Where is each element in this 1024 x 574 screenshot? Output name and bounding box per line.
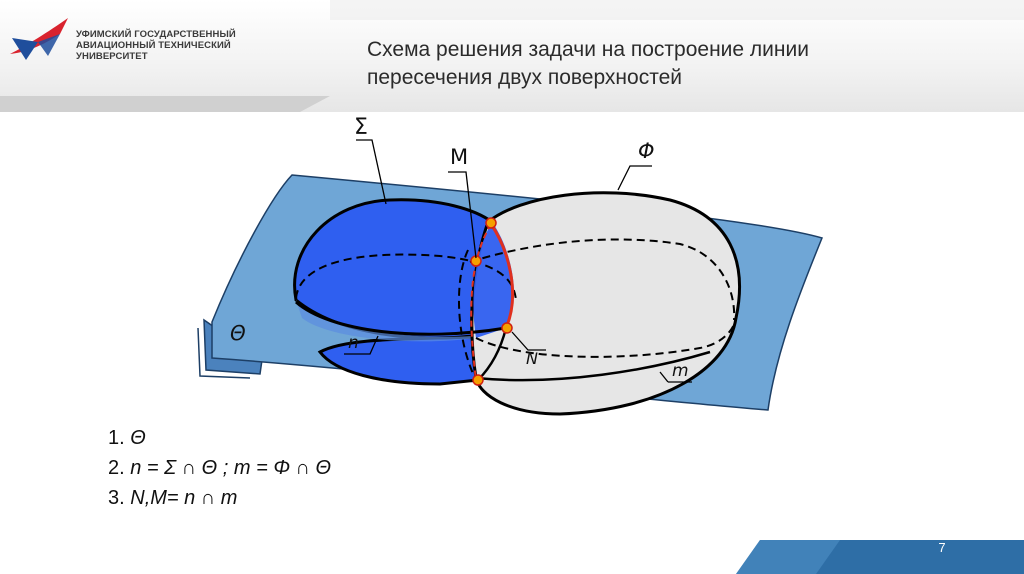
ellipsoid-phi: [470, 191, 741, 416]
label-phi: Φ: [638, 139, 655, 163]
step-3-num: 3.: [108, 487, 131, 509]
university-name: УФИМСКИЙ ГОСУДАРСТВЕННЫЙ АВИАЦИОННЫЙ ТЕХ…: [76, 29, 276, 62]
header-swoosh: [0, 0, 1024, 112]
leader-n-point: [511, 331, 546, 351]
leader-n-curve: [344, 335, 379, 355]
point-bottom: [472, 374, 484, 386]
step-2-num: 2.: [108, 457, 131, 479]
step-2: 2. n = Σ ∩ Θ ; m = Φ ∩ Θ: [108, 453, 331, 483]
point-n: [501, 322, 513, 334]
slide-title: Схема решения задачи на построение линии…: [367, 36, 887, 92]
step-3: 3. N,M= n ∩ m: [108, 483, 331, 513]
title-line-2: пересечения двух поверхностей: [367, 66, 682, 89]
leader-m: [448, 171, 477, 259]
label-point-n: N: [526, 349, 538, 368]
page-number: 7: [938, 540, 946, 555]
leader-phi: [617, 165, 652, 191]
university-line-1: УФИМСКИЙ ГОСУДАРСТВЕННЫЙ: [76, 29, 236, 40]
label-sigma: Σ: [354, 115, 368, 140]
point-top: [485, 217, 497, 229]
step-2-text: n = Σ ∩ Θ ; m = Φ ∩ Θ: [130, 457, 332, 479]
sphere-equator-dashed: [295, 253, 517, 301]
label-curve-m: m: [672, 361, 689, 381]
leader-sigma: [356, 139, 387, 205]
logo-blue-wing: [12, 38, 38, 60]
step-3-text: N,M= n ∩ m: [130, 487, 238, 509]
label-point-m: M: [450, 145, 468, 169]
step-1: 1. Θ: [108, 423, 331, 453]
intersection-line: [489, 223, 514, 329]
label-curve-n: n: [348, 333, 359, 353]
solution-steps: 1. Θ 2. n = Σ ∩ Θ ; m = Φ ∩ Θ 3. N,M= n …: [108, 423, 331, 513]
title-line-1: Схема решения задачи на построение линии: [367, 38, 809, 61]
label-theta: Θ: [230, 321, 246, 345]
curve-m: [475, 317, 737, 358]
university-line-3: УНИВЕРСИТЕТ: [76, 51, 148, 62]
curve-n: [295, 300, 507, 336]
ellipsoid-equator-dashed: [469, 238, 736, 321]
step-1-text: Θ: [130, 427, 146, 449]
university-logo: [10, 18, 68, 60]
university-line-2: АВИАЦИОННЫЙ ТЕХНИЧЕСКИЙ: [76, 40, 231, 51]
step-1-num: 1.: [108, 427, 131, 449]
